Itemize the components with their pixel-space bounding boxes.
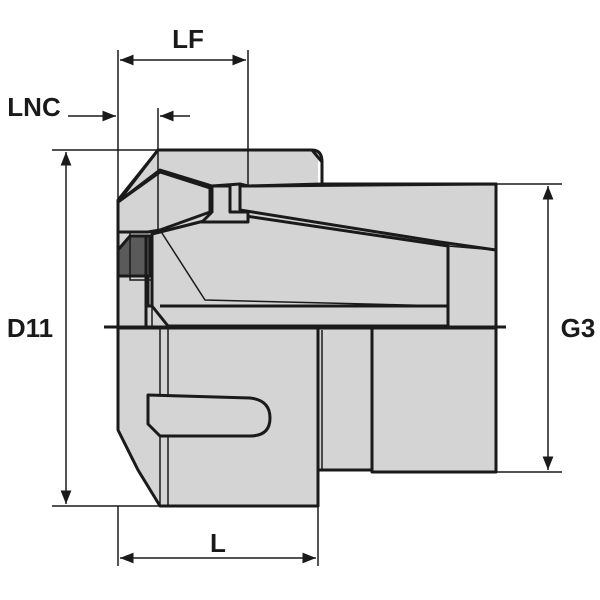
label-lnc: LNC [7,92,61,122]
dimension-d11: D11 [7,149,160,507]
collet-taper-inner [159,229,449,307]
dimension-l: L [117,506,319,566]
lower-body [116,326,498,508]
label-g3: G3 [561,313,596,343]
dimension-lnc: LNC [7,92,190,234]
nut-cone-hatched [116,170,212,234]
upper-outline [116,148,498,328]
key-tab [200,184,250,224]
centerline-step [447,245,497,251]
label-l: L [210,528,226,558]
dimension-g3: G3 [496,183,596,473]
upper-section [116,148,498,328]
keyhole-slot [146,393,272,438]
label-lf: LF [172,24,204,54]
dimension-lf: LF [117,24,249,200]
label-d11: D11 [7,313,53,343]
collet-lower-body [316,326,498,474]
